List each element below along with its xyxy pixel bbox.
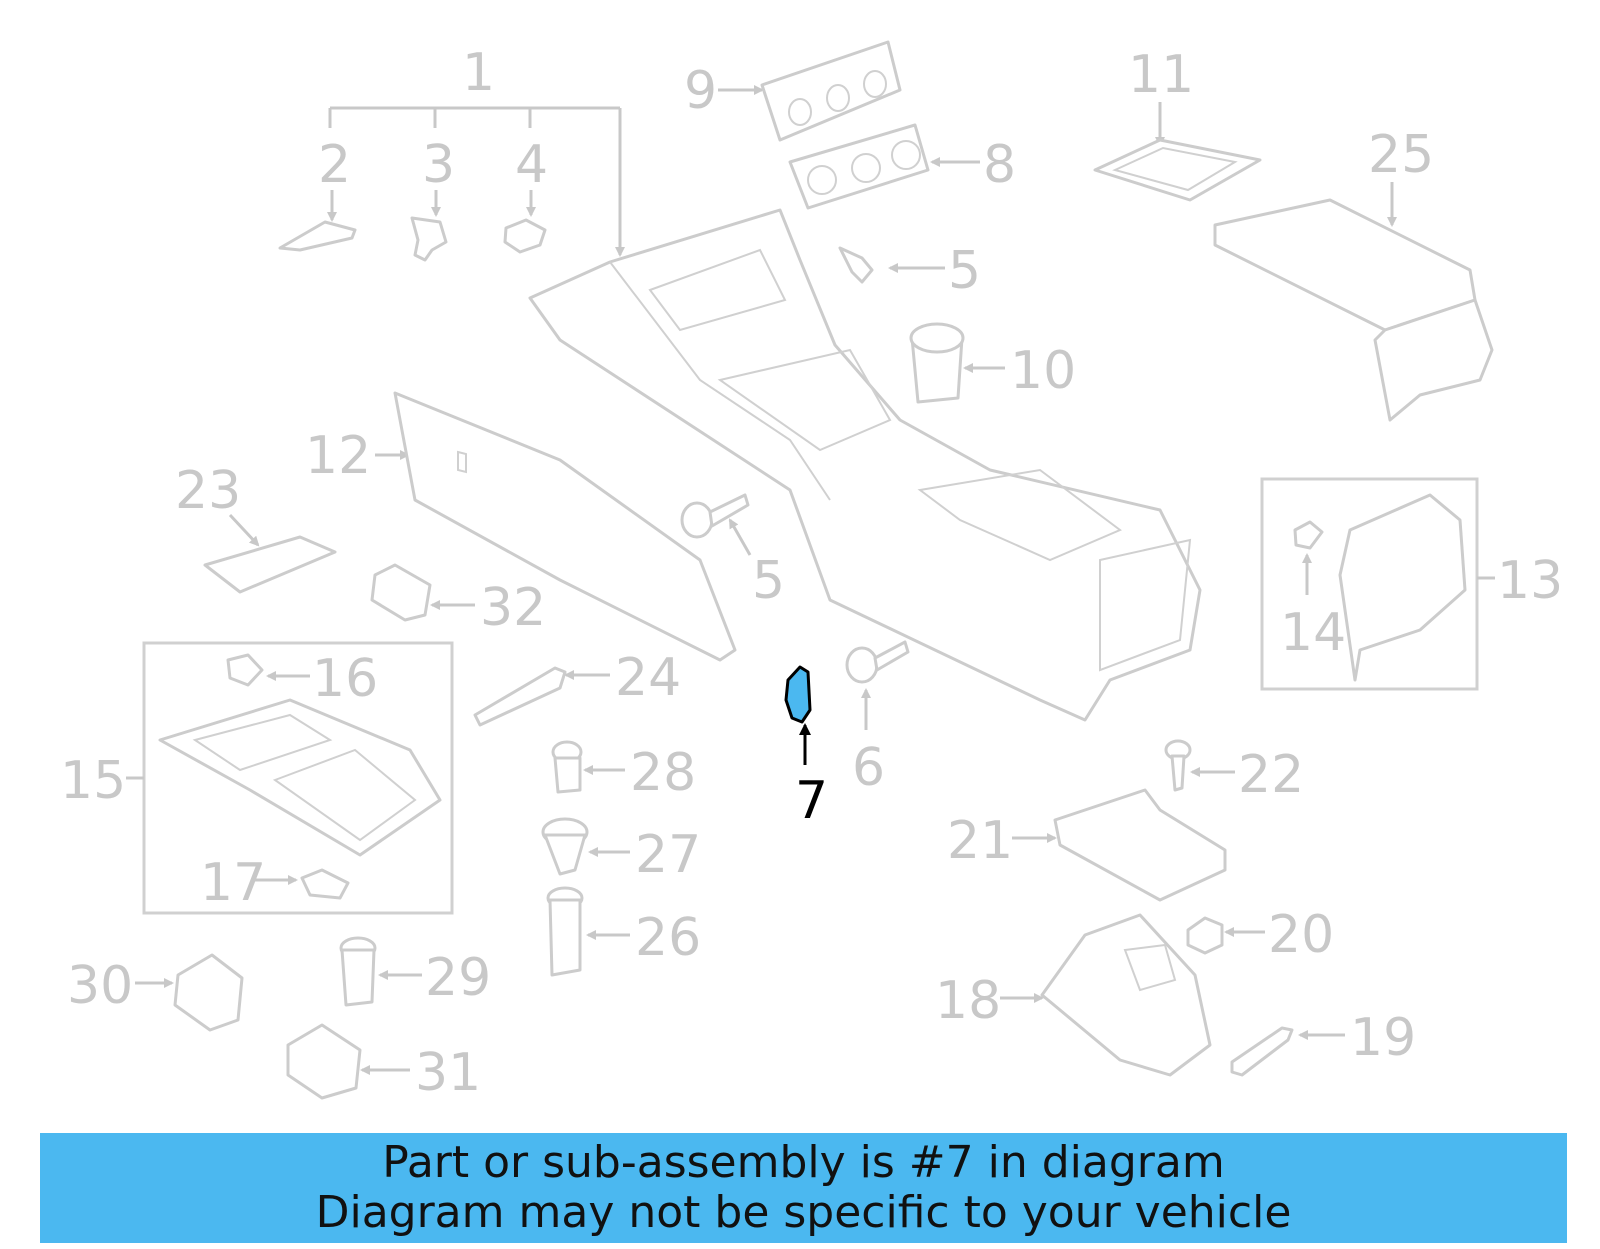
part-8-switch-assembly [788, 123, 930, 210]
part-10-cup-holder [909, 322, 965, 404]
part-29-usb [339, 936, 377, 1007]
callout-10: 10 [1010, 341, 1076, 401]
callout-22: 22 [1238, 745, 1304, 805]
callout-9: 9 [684, 61, 717, 121]
callout-13: 13 [1497, 551, 1563, 611]
part-16-clip [226, 653, 264, 687]
callout-8: 8 [983, 135, 1016, 195]
part-7-highlighted [784, 665, 812, 724]
part-11-mat [1093, 138, 1262, 202]
callout-19: 19 [1350, 1008, 1416, 1068]
callout-32: 32 [480, 578, 546, 638]
part-5-screw-top [838, 246, 874, 284]
callout-21: 21 [947, 811, 1013, 871]
part-21-cover [1053, 788, 1227, 902]
callout-7: 7 [795, 771, 828, 831]
part-23-pad [203, 535, 337, 594]
callout-11: 11 [1128, 45, 1194, 105]
callout-15: 15 [60, 751, 126, 811]
part-26-socket [546, 886, 584, 977]
info-banner: Part or sub-assembly is #7 in diagram Di… [40, 1133, 1567, 1243]
part-27-port [541, 817, 589, 876]
callout-24: 24 [615, 648, 681, 708]
part-9-panel [760, 40, 902, 142]
callout-12: 12 [305, 426, 371, 486]
callout-5-middle: 5 [752, 551, 785, 611]
part-14-clip [1293, 520, 1324, 550]
part-28-connector [551, 740, 583, 794]
callout-14: 14 [1280, 603, 1346, 663]
part-25-armrest [1213, 198, 1494, 422]
callout-2: 2 [318, 135, 351, 195]
callout-25: 25 [1368, 125, 1434, 185]
banner-line-2: Diagram may not be specific to your vehi… [315, 1187, 1292, 1238]
callout-17: 17 [200, 853, 266, 913]
part-15-shifter-bezel [158, 698, 442, 857]
part-2-bracket [278, 220, 357, 252]
callout-5-top: 5 [948, 241, 981, 301]
part-32-switch [370, 563, 432, 622]
part-5-screw-middle [680, 493, 750, 539]
callout-23: 23 [175, 461, 241, 521]
callout-28: 28 [630, 743, 696, 803]
part-17-clip [300, 868, 350, 900]
callout-30: 30 [67, 956, 133, 1016]
part-1-console [528, 208, 1202, 722]
part-19-sensor [1230, 1026, 1294, 1077]
callout-20: 20 [1268, 905, 1334, 965]
callout-1: 1 [462, 43, 495, 103]
part-31-switch [286, 1023, 362, 1100]
callout-1-bracket [328, 106, 625, 257]
part-3-clip [410, 216, 448, 262]
callout-6: 6 [852, 738, 885, 798]
part-12-side-panel [393, 391, 737, 662]
part-13-trim [1338, 493, 1467, 682]
callout-4: 4 [515, 135, 548, 195]
banner-line-1: Part or sub-assembly is #7 in diagram [382, 1137, 1225, 1188]
part-18-shifter-housing [1040, 913, 1212, 1077]
part-24-strip [473, 666, 567, 727]
callout-26: 26 [635, 908, 701, 968]
part-20-nut [1186, 916, 1224, 955]
callout-27: 27 [635, 825, 701, 885]
group-13-box [1260, 477, 1479, 691]
part-30-switch [173, 953, 244, 1032]
part-6-screw [845, 640, 910, 684]
callout-31: 31 [415, 1043, 481, 1103]
callout-18: 18 [935, 971, 1001, 1031]
part-4-nut [503, 218, 547, 254]
part-22-screw [1164, 739, 1192, 792]
callout-16: 16 [312, 649, 378, 709]
callout-3: 3 [422, 135, 455, 195]
callout-29: 29 [425, 948, 491, 1008]
